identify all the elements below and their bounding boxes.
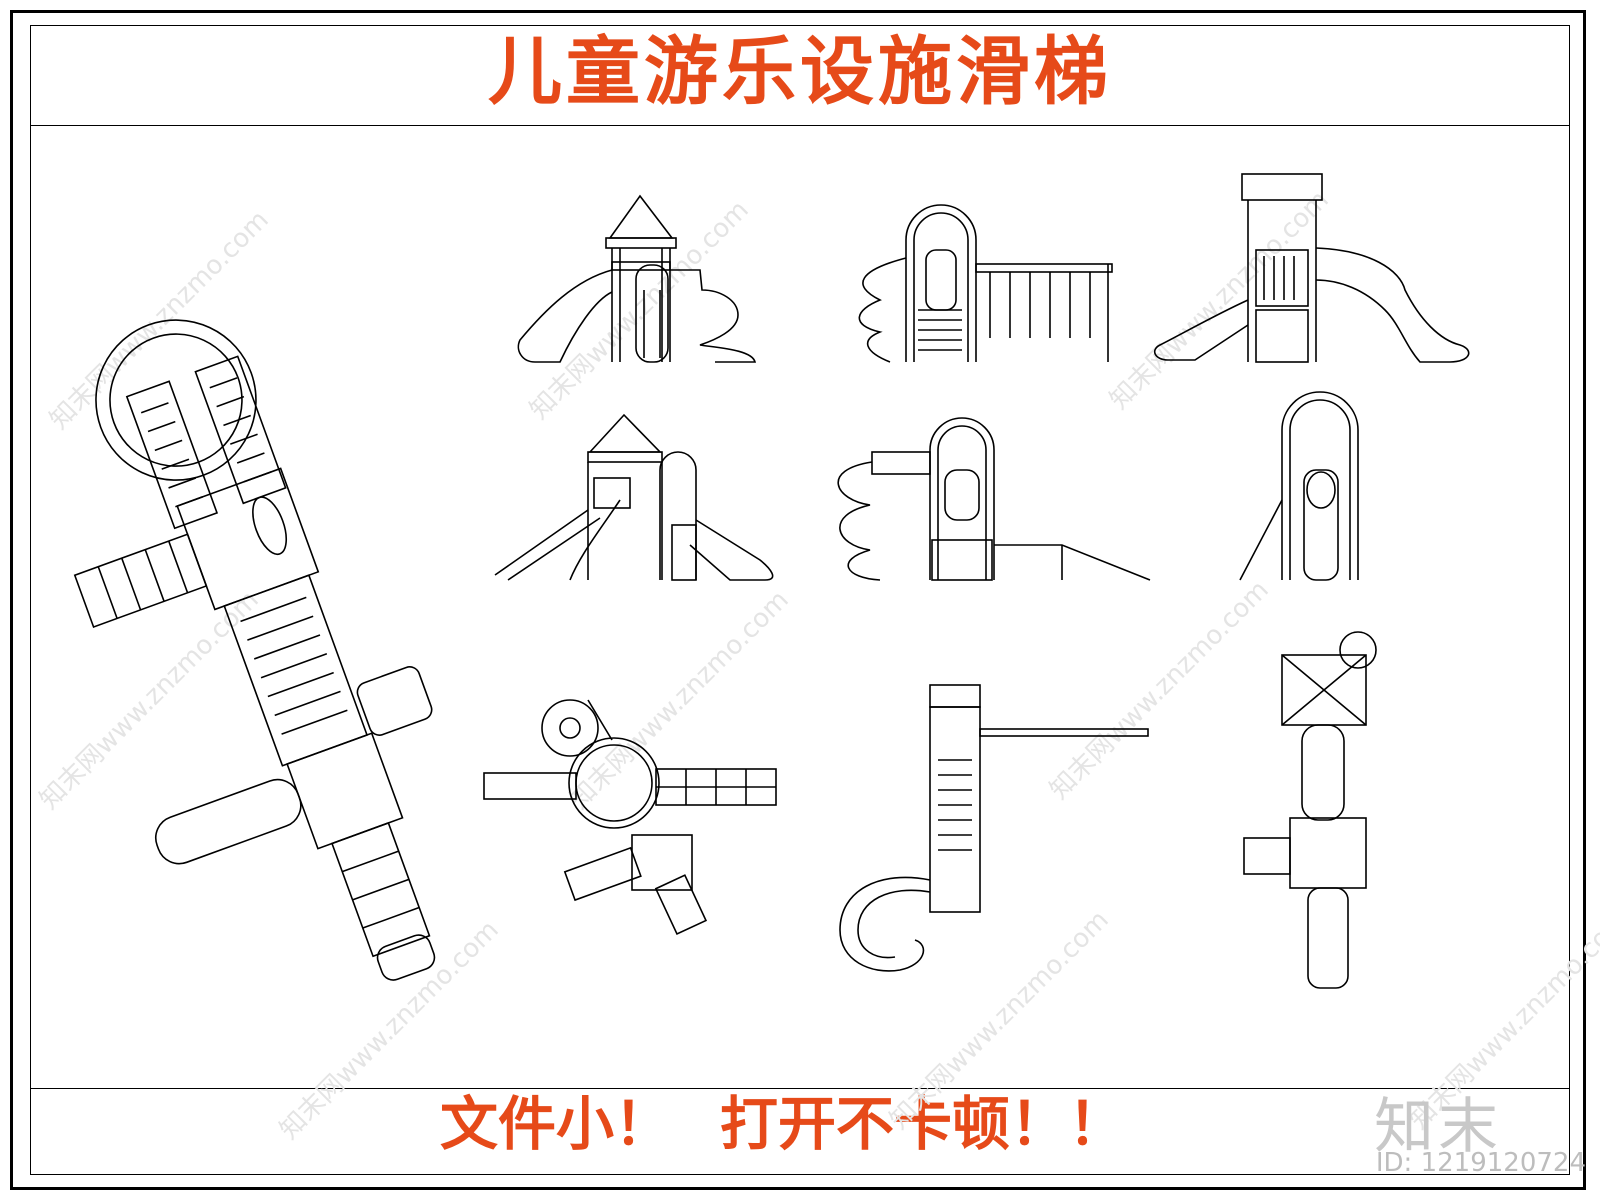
slide-elevation-4 [494, 413, 774, 581]
slide-elevation-5 [837, 417, 1151, 581]
inner-frame [30, 25, 1570, 1175]
brand-logo: 知末 [1374, 1092, 1502, 1162]
slide-plan-4 [1243, 631, 1377, 989]
slide-plan-3 [839, 684, 1149, 972]
slide-plan-2 [483, 699, 777, 936]
footer-right-text: 打开不卡顿！！ [720, 1090, 1127, 1158]
footer-divider [30, 1088, 1570, 1089]
slide-plan-large [73, 319, 436, 981]
page-title: 儿童游乐设施滑梯 [488, 29, 1112, 115]
slide-elevation-2 [858, 204, 1113, 363]
title-divider [30, 125, 1570, 126]
slide-elevation-3 [1153, 173, 1470, 363]
footer-left-text: 文件小！ [440, 1090, 673, 1158]
outer-frame [10, 10, 1586, 1190]
image-id: ID: 1219120724 [1375, 1148, 1586, 1178]
slide-elevation-6 [1239, 391, 1359, 581]
slide-elevation-1 [517, 194, 757, 363]
